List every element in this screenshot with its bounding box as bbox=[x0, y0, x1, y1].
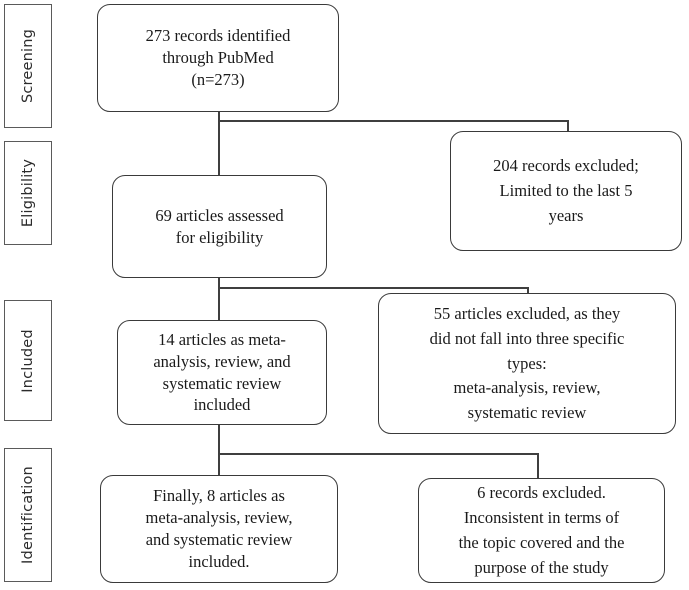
box-articles-included-line-2: analysis, review, and bbox=[153, 351, 291, 371]
connector-assessed-down bbox=[218, 278, 220, 322]
box-articles-excluded-types-line-4: meta-analysis, review, bbox=[453, 378, 601, 398]
box-records-excluded-inconsistent: 6 records excluded. Inconsistent in term… bbox=[418, 478, 665, 583]
box-articles-assessed: 69 articles assessed for eligibility bbox=[112, 175, 327, 278]
connector-identified-to-excluded-limited bbox=[218, 120, 569, 122]
box-articles-excluded-types-line-2: did not fall into three specific bbox=[429, 328, 625, 348]
box-final-articles-included-line-2: meta-analysis, review, bbox=[145, 508, 293, 528]
box-articles-included-line-4: included bbox=[193, 395, 251, 415]
connector-excluded-types-down bbox=[527, 287, 529, 295]
connector-excluded-limited-down bbox=[567, 120, 569, 132]
box-articles-included-line-1: 14 articles as meta- bbox=[158, 329, 286, 349]
stage-label-eligibility-text: Eligibility bbox=[20, 158, 36, 228]
box-articles-excluded-types: 55 articles excluded, as they did not fa… bbox=[378, 293, 676, 434]
box-articles-included: 14 articles as meta- analysis, review, a… bbox=[117, 320, 327, 425]
box-records-excluded-inconsistent-line-4: purpose of the study bbox=[474, 557, 609, 577]
box-records-excluded-inconsistent-line-3: the topic covered and the bbox=[458, 533, 625, 552]
box-records-excluded-limited-line-1: 204 records excluded; bbox=[493, 156, 639, 176]
box-articles-assessed-line-1: 69 articles assessed bbox=[155, 205, 284, 225]
box-articles-excluded-types-line-1: 55 articles excluded, as they bbox=[433, 303, 621, 323]
box-records-excluded-limited-line-2: Limited to the last 5 bbox=[499, 181, 633, 201]
box-final-articles-included-line-3: and systematic review bbox=[145, 530, 293, 549]
stage-label-screening: Screening bbox=[4, 4, 52, 128]
box-records-identified-line-1: 273 records identified bbox=[145, 26, 291, 46]
stage-label-screening-text: Screening bbox=[20, 28, 37, 104]
connector-assessed-to-excluded-types bbox=[218, 287, 529, 289]
box-records-excluded-limited-line-3: years bbox=[548, 205, 584, 225]
box-records-identified-line-2: through PubMed bbox=[162, 48, 274, 68]
connector-excluded-inconsistent-down bbox=[537, 453, 539, 479]
box-articles-included-line-3: systematic review bbox=[162, 373, 282, 393]
box-articles-assessed-line-2: for eligibility bbox=[175, 227, 264, 247]
connector-included-down bbox=[218, 425, 220, 477]
box-articles-excluded-types-line-3: types: bbox=[507, 353, 547, 373]
box-final-articles-included-line-4: included. bbox=[188, 551, 250, 571]
box-records-excluded-inconsistent-line-1: 6 records excluded. bbox=[477, 483, 606, 503]
box-records-identified: 273 records identified through PubMed (n… bbox=[97, 4, 339, 112]
connector-included-to-excluded-inconsistent bbox=[218, 453, 539, 455]
box-final-articles-included-line-1: Finally, 8 articles as bbox=[153, 486, 285, 506]
stage-label-identification-text: Identification bbox=[20, 466, 36, 564]
stage-label-included-text: Included bbox=[20, 328, 36, 393]
box-records-excluded-inconsistent-line-2: Inconsistent in terms of bbox=[463, 508, 620, 528]
box-articles-excluded-types-line-5: systematic review bbox=[467, 403, 587, 423]
box-final-articles-included: Finally, 8 articles as meta-analysis, re… bbox=[100, 475, 338, 583]
box-records-identified-line-3: (n=273) bbox=[191, 69, 245, 89]
stage-label-included: Included bbox=[4, 300, 52, 421]
stage-label-identification: Identification bbox=[4, 448, 52, 582]
connector-identified-down bbox=[218, 112, 220, 176]
box-records-excluded-limited: 204 records excluded; Limited to the las… bbox=[450, 131, 682, 251]
stage-label-eligibility: Eligibility bbox=[4, 141, 52, 245]
